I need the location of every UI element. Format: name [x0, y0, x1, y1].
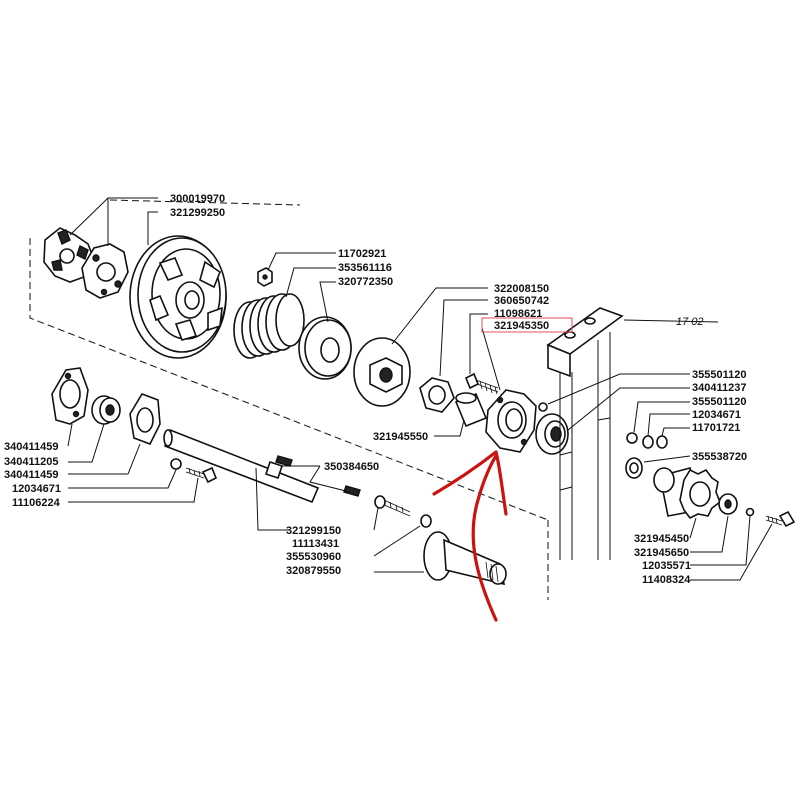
- flange-plate-middle: [129, 393, 161, 446]
- flange-shaft: [423, 531, 507, 586]
- label-320879550: 320879550: [286, 565, 341, 577]
- label-321945650: 321945650: [634, 547, 689, 559]
- right-washers: [625, 432, 668, 479]
- label-355501120-a: 355501120: [692, 369, 746, 381]
- label-12034671-a: 12034671: [12, 483, 61, 495]
- bearing-lower: [91, 395, 121, 425]
- main-shaft: [163, 428, 361, 504]
- sprocket: [653, 467, 721, 520]
- bolt-right: [765, 510, 796, 528]
- flange-plate-left: [51, 367, 89, 425]
- label-322008150: 322008150: [494, 283, 549, 295]
- label-17-02: 17 02: [676, 316, 704, 328]
- highlight-box: [481, 317, 573, 333]
- sprocket-spacer: [718, 493, 738, 515]
- label-355538720: 355538720: [692, 451, 747, 463]
- label-321299250: 321299250: [170, 207, 225, 219]
- label-11106224: 11106224: [12, 497, 61, 509]
- bushing: [454, 392, 488, 428]
- label-360650742: 360650742: [494, 295, 549, 307]
- bearing-flange: [485, 389, 537, 453]
- label-340411205: 340411205: [4, 456, 58, 468]
- red-arrow-annotation: [432, 450, 508, 622]
- housing-outline-left: [29, 238, 549, 521]
- spring: [233, 293, 305, 359]
- label-11702921: 11702921: [338, 248, 386, 260]
- washer-12035571: [745, 507, 755, 517]
- label-12035571: 12035571: [642, 560, 691, 572]
- label-321945450: 321945450: [634, 533, 689, 545]
- pulley: [129, 235, 227, 359]
- hub-nut-assembly: [353, 337, 411, 407]
- nut-small: [257, 267, 273, 287]
- label-355501120-b: 355501120: [692, 396, 746, 408]
- washer-12034671: [170, 458, 182, 470]
- mounting-bracket: [546, 307, 719, 560]
- leader-lines: [67, 197, 773, 581]
- label-340411459-a: 340411459: [4, 441, 58, 453]
- hex-nut: [419, 377, 455, 413]
- bolt-shaft: [374, 495, 411, 517]
- coupling-flange: [81, 243, 129, 299]
- label-353561116: 353561116: [338, 262, 392, 274]
- housing-outline-top: [109, 199, 301, 206]
- label-11408324: 11408324: [642, 574, 691, 586]
- label-12034671-b: 12034671: [692, 409, 741, 421]
- label-11701721: 11701721: [692, 422, 740, 434]
- washer-355501120: [538, 402, 548, 412]
- label-11098621: 11098621: [494, 308, 542, 320]
- thrust-washer: [298, 316, 352, 380]
- bolt-lower-left: [185, 466, 218, 484]
- label-340411237: 340411237: [692, 382, 746, 394]
- label-300019970: 300019970: [170, 193, 225, 205]
- label-321945550: 321945550: [373, 431, 428, 443]
- part-labels: 300019970 321299250 11702921 353561116 3…: [4, 193, 747, 586]
- washer-355530960: [420, 514, 432, 528]
- label-11113431: 11113431: [292, 538, 339, 550]
- label-321945350: 321945350: [494, 320, 549, 332]
- label-350384650: 350384650: [324, 461, 379, 473]
- ball-bearing: [535, 413, 569, 455]
- label-321299150: 321299150: [286, 525, 341, 537]
- label-340411459-b: 340411459: [4, 469, 58, 481]
- bolt-small: [464, 372, 499, 395]
- label-320772350: 320772350: [338, 276, 393, 288]
- label-355530960: 355530960: [286, 551, 341, 563]
